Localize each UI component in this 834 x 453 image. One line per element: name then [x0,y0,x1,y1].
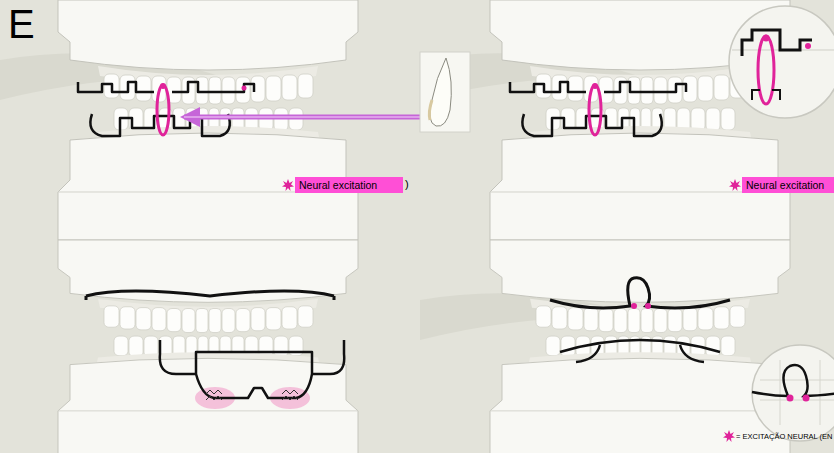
note-text: ) [405,179,409,190]
excitation-point [803,395,810,402]
appliance-wire [510,82,686,136]
star-symbol [729,179,741,191]
appliance-wire [78,82,254,136]
dental-model [58,0,358,240]
lingual-appliance [160,340,344,398]
omega-loop [752,365,834,396]
dental-model [58,0,358,240]
box-text: Neural excitation [299,179,377,191]
panel-letter: E [8,4,35,44]
appliance-wire [172,82,254,92]
magnifier-circle [729,6,834,118]
star-symbol [282,179,294,191]
box-text: Neural excitation [746,179,824,191]
dental-model [58,240,358,453]
label-box: Neural excitation [295,177,403,193]
arch-wire [86,291,334,300]
excitation-point [787,395,794,402]
arch-wire [550,278,730,308]
gum-line [429,100,432,120]
pointer-arrow [184,115,428,120]
excitation-point [805,43,811,49]
elastic-loop [589,85,601,135]
excitation-point [645,303,651,309]
detail-grid [760,360,834,425]
elastic-loop [758,36,774,104]
appliance-wire [742,30,812,56]
excitation-point [160,83,166,89]
tooth-inset [420,52,470,132]
appliance-wire [752,90,780,100]
legend-text: = EXCITAÇÃO NEURAL (EN [736,432,832,441]
dental-model [58,240,358,453]
excitation-point [242,86,247,91]
dental-model [490,240,790,453]
excitation-point [631,303,637,309]
dental-model [490,240,790,453]
appliance-wire [510,82,586,92]
elastic-loop [157,85,169,135]
appliance-wire [604,82,686,92]
excitation-point [763,35,770,42]
magnifier-circle [752,345,834,441]
contact-mark [206,390,298,400]
pointer-arrow [184,116,428,118]
label-box: Neural excitation [742,177,834,193]
lingual-wire [560,340,720,362]
appliance-wire [78,82,154,92]
excitation-point [592,83,598,89]
incisor-tooth [430,58,452,126]
star-symbol [723,430,735,442]
